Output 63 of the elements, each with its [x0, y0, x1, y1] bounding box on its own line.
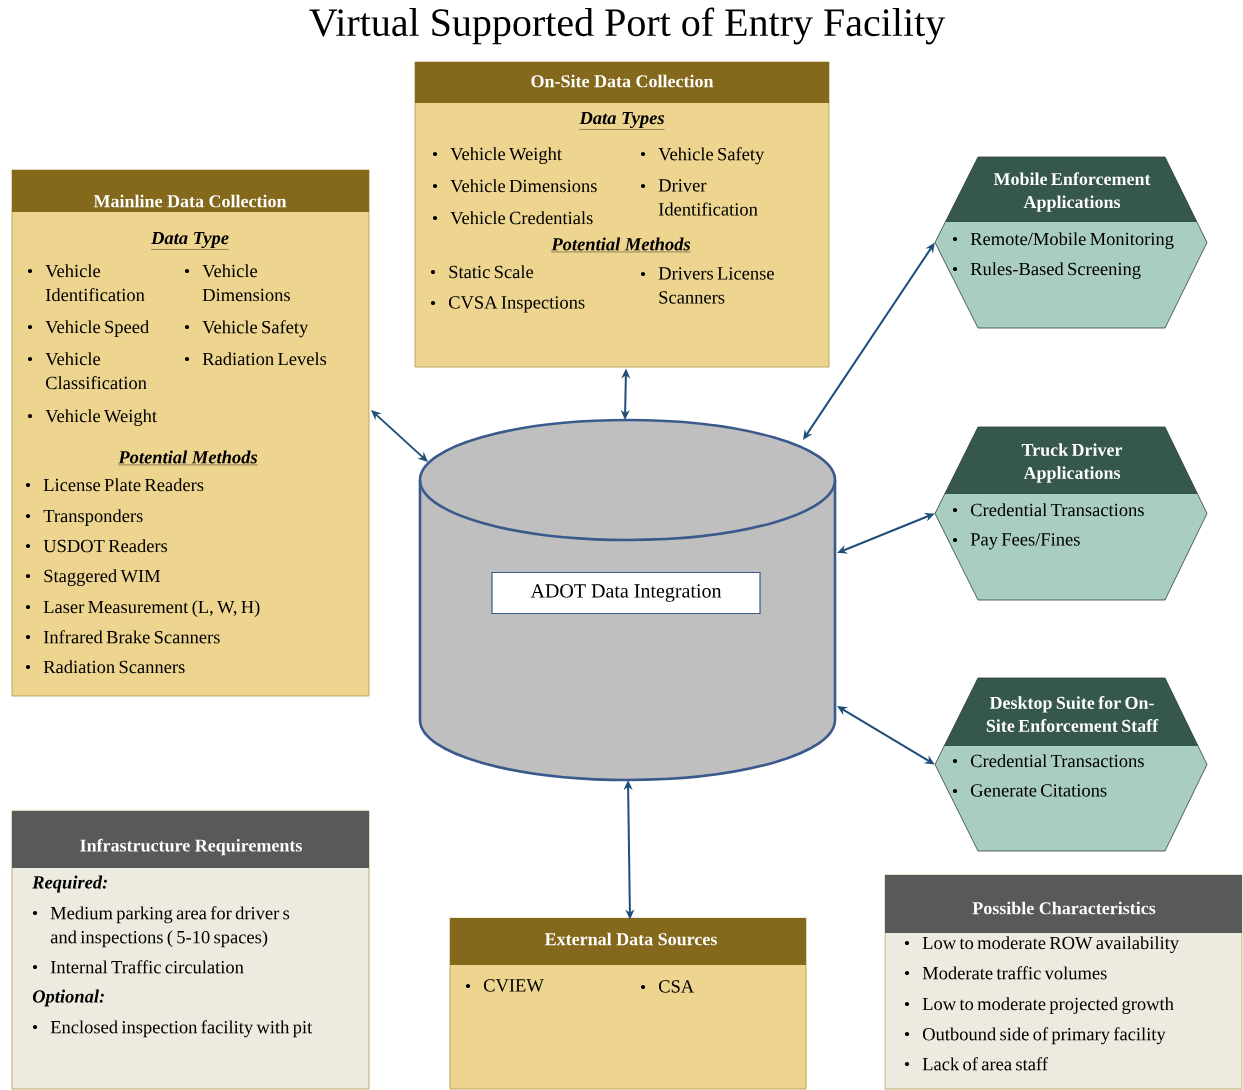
panel-heading: Possible Characteristics: [972, 901, 1156, 915]
bullet-item: Pay Fees/Fines: [952, 533, 1080, 550]
bullet-item: USDOT Readers: [25, 539, 168, 553]
bullet-item: Vehicle Classification: [27, 352, 147, 390]
bullet-item: Vehicle Identification: [27, 264, 145, 302]
section-label: Required:: [32, 875, 107, 893]
bullet-item: Remote/Mobile Monitoring: [952, 232, 1174, 250]
hexagon-panel: [934, 156, 1208, 329]
bullet-item: Laser Measurement (L, W, H): [25, 600, 260, 617]
subheading: Potential Methods: [551, 237, 691, 253]
panel: [449, 917, 807, 1090]
panel-heading: Infrastructure Requirements: [80, 838, 302, 856]
bullet-item: Vehicle Dimensions: [184, 264, 290, 302]
arrow: [371, 410, 428, 462]
bullet-item: Credential Transactions: [952, 503, 1144, 517]
panel: [11, 169, 370, 697]
bullet-item: Generate Citations: [952, 784, 1107, 797]
panel-heading: Mainline Data Collection: [93, 194, 287, 208]
bullet-item: Vehicle Weight: [27, 409, 157, 427]
panel: [11, 810, 370, 1090]
bullet-item: Static Scale: [430, 265, 534, 279]
subheading: Potential Methods: [118, 450, 258, 466]
bullet-item: Credential Transactions: [952, 754, 1144, 768]
bullet-item: Vehicle Weight: [432, 147, 562, 165]
bullet-item: Radiation Levels: [184, 352, 327, 366]
bullet-item: Infrared Brake Scanners: [25, 630, 220, 644]
bullet-item: Lack of area staff: [904, 1057, 1048, 1071]
bullet-item: Vehicle Safety: [184, 320, 309, 338]
bullet-item: Vehicle Safety: [640, 147, 765, 165]
bullet-item: CVSA Inspections: [430, 296, 585, 313]
panel: [884, 874, 1243, 1090]
panel-heading: External Data Sources: [545, 932, 717, 946]
database-cylinder: ADOT Data Integration: [418, 418, 837, 782]
bullet-item: Staggered WIM: [25, 569, 161, 587]
bullet-item: Low to moderate projected growth: [904, 997, 1174, 1015]
bullet-item: Moderate traffic volumes: [904, 966, 1107, 980]
bullet-item: Transponders: [25, 509, 143, 526]
panel-heading: Mobile Enforcement Applications: [993, 172, 1151, 212]
section-label: Optional:: [32, 989, 104, 1007]
bullet-item: Radiation Scanners: [25, 660, 185, 674]
bullet-item: CVIEW: [465, 979, 544, 992]
subheading: Data Type: [150, 231, 230, 250]
panel-heading: Desktop Suite for On-Site Enforcement Staff: [986, 696, 1159, 732]
bullet-item: License Plate Readers: [25, 478, 204, 492]
bullet-item: Drivers License Scanners: [640, 267, 774, 304]
bullet-item: Vehicle Credentials: [432, 211, 593, 225]
panel: [414, 61, 830, 368]
bullet-item: Rules-Based Screening: [952, 262, 1141, 280]
bullet-item: Low to moderate ROW availability: [904, 936, 1179, 954]
title: Virtual Supported Port of Entry Facility: [309, 7, 946, 45]
bullet-item: Outbound side of primary facility: [904, 1027, 1166, 1045]
bullet-item: CSA: [640, 980, 695, 993]
panel-heading: Truck Driver Applications: [1021, 443, 1123, 483]
bullet-item: Vehicle Dimensions: [432, 179, 597, 193]
bullet-item: Medium parking area for driver s and inspections ( 5-10 spaces): [32, 906, 290, 948]
subheading: Data Types: [579, 111, 665, 130]
hexagon-panel: [934, 426, 1208, 601]
bullet-item: Enclosed inspection facility with pit: [32, 1020, 313, 1038]
bullet-item: Vehicle Speed: [27, 320, 149, 337]
hexagon-panel: [934, 677, 1208, 852]
bullet-item: Internal Traffic circulation: [32, 960, 244, 974]
panel-heading: On-Site Data Collection: [531, 74, 714, 88]
bullet-item: Driver Identification: [640, 179, 758, 216]
